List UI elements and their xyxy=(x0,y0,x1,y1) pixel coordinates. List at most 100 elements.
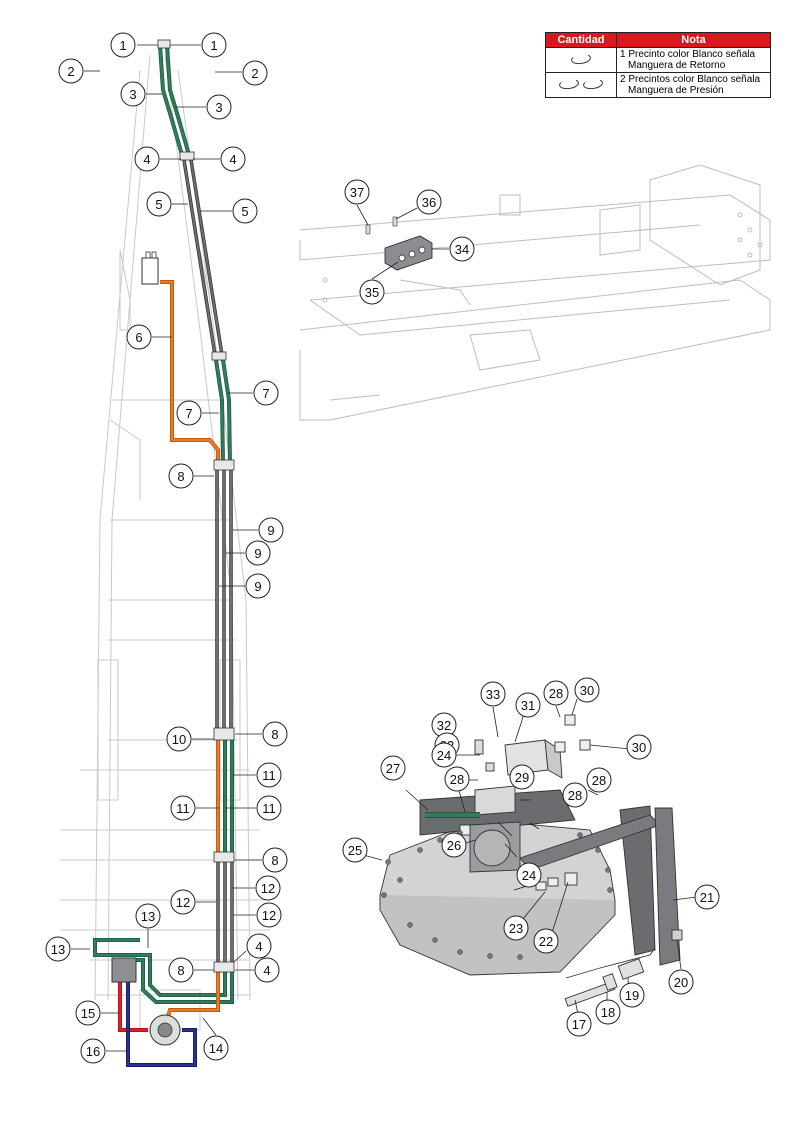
callout-circle xyxy=(515,692,541,718)
callout-number: 9 xyxy=(254,579,261,594)
callout-number: 14 xyxy=(209,1041,223,1056)
callout-13: 13 xyxy=(135,903,161,929)
callout-circle xyxy=(444,766,470,792)
callout-28: 28 xyxy=(586,767,612,793)
callout-circle xyxy=(135,903,161,929)
callout-circle xyxy=(80,1038,106,1064)
callout-circle xyxy=(134,146,160,172)
callout-4: 4 xyxy=(220,146,246,172)
callout-19: 19 xyxy=(619,982,645,1008)
callout-number: 28 xyxy=(592,773,606,788)
callout-circle xyxy=(562,782,588,808)
valve-block xyxy=(111,957,137,983)
callout-35: 35 xyxy=(359,279,385,305)
callout-number: 9 xyxy=(254,546,261,561)
callout-circle xyxy=(626,734,652,760)
callout-circle xyxy=(58,58,84,84)
callout-number: 4 xyxy=(255,939,262,954)
callout-28: 28 xyxy=(543,680,569,706)
motor-unit xyxy=(149,1014,181,1046)
callout-circle xyxy=(110,32,136,58)
callout-circle xyxy=(245,573,271,599)
callout-circle xyxy=(242,60,268,86)
callout-number: 3 xyxy=(215,100,222,115)
callout-12: 12 xyxy=(170,889,196,915)
callout-circle xyxy=(256,795,282,821)
splitter-block xyxy=(141,251,159,285)
callout-number: 8 xyxy=(271,853,278,868)
callout-number: 12 xyxy=(176,895,190,910)
callout-23: 23 xyxy=(503,915,529,941)
callout-circle xyxy=(203,1035,229,1061)
gearbox-assembly xyxy=(379,714,683,1007)
callout-circle xyxy=(262,721,288,747)
callout-circle xyxy=(516,862,542,888)
callout-number: 6 xyxy=(135,330,142,345)
callout-circle xyxy=(668,969,694,995)
callout-31: 31 xyxy=(515,692,541,718)
callout-circle xyxy=(256,762,282,788)
callout-circle xyxy=(170,889,196,915)
callout-number: 23 xyxy=(509,921,523,936)
callout-4: 4 xyxy=(246,933,272,959)
callout-circle xyxy=(262,847,288,873)
callout-5: 5 xyxy=(146,191,172,217)
callout-5: 5 xyxy=(232,198,258,224)
green-hose-middle xyxy=(214,359,232,466)
callout-number: 24 xyxy=(437,748,451,763)
callout-number: 13 xyxy=(141,909,155,924)
callout-circle xyxy=(503,915,529,941)
callout-circle xyxy=(533,928,559,954)
callout-circle xyxy=(253,380,279,406)
callout-number: 1 xyxy=(210,38,217,53)
callout-number: 24 xyxy=(522,868,536,883)
callout-4: 4 xyxy=(134,146,160,172)
callout-10: 10 xyxy=(166,726,192,752)
callout-number: 8 xyxy=(177,469,184,484)
callout-number: 11 xyxy=(262,768,276,783)
callout-21: 21 xyxy=(694,884,720,910)
callout-circle xyxy=(441,832,467,858)
callout-2: 2 xyxy=(58,58,84,84)
callout-number: 16 xyxy=(86,1044,100,1059)
callout-30: 30 xyxy=(574,677,600,703)
callout-circle xyxy=(170,795,196,821)
callout-circle xyxy=(619,982,645,1008)
callout-25: 25 xyxy=(342,837,368,863)
callout-26: 26 xyxy=(441,832,467,858)
callout-circle xyxy=(359,279,385,305)
callout-circle xyxy=(220,146,246,172)
callout-circle xyxy=(449,236,475,262)
chassis-frame xyxy=(60,54,270,1031)
callout-circle xyxy=(146,191,172,217)
qty-cell xyxy=(545,72,617,98)
callout-1: 1 xyxy=(201,32,227,58)
tie-clip-icon xyxy=(582,77,604,90)
callout-32: 32 xyxy=(431,712,457,738)
note-table: Cantidad Nota 1 Precinto color Blanco se… xyxy=(545,32,771,98)
callout-28: 28 xyxy=(562,782,588,808)
callout-number: 2 xyxy=(251,66,258,81)
callout-number: 1 xyxy=(119,38,126,53)
callout-number: 17 xyxy=(572,1017,586,1032)
callout-circle xyxy=(342,837,368,863)
note-line: Manguera de Retorno xyxy=(628,60,726,71)
callout-circle xyxy=(586,767,612,793)
callout-circle xyxy=(595,999,621,1025)
callout-8: 8 xyxy=(168,463,194,489)
callout-number: 2 xyxy=(67,64,74,79)
callout-12: 12 xyxy=(256,902,282,928)
callout-circle xyxy=(232,198,258,224)
callout-30: 30 xyxy=(626,734,652,760)
callout-20: 20 xyxy=(668,969,694,995)
mid-hoses xyxy=(216,740,234,855)
callout-number: 8 xyxy=(177,963,184,978)
callout-number: 37 xyxy=(350,185,364,200)
callout-3: 3 xyxy=(120,81,146,107)
callout-36: 36 xyxy=(416,189,442,215)
callout-8: 8 xyxy=(168,957,194,983)
callout-circle xyxy=(256,902,282,928)
callout-29: 29 xyxy=(509,764,535,790)
callout-27: 27 xyxy=(380,755,406,781)
orange-hose-upper xyxy=(160,280,220,462)
